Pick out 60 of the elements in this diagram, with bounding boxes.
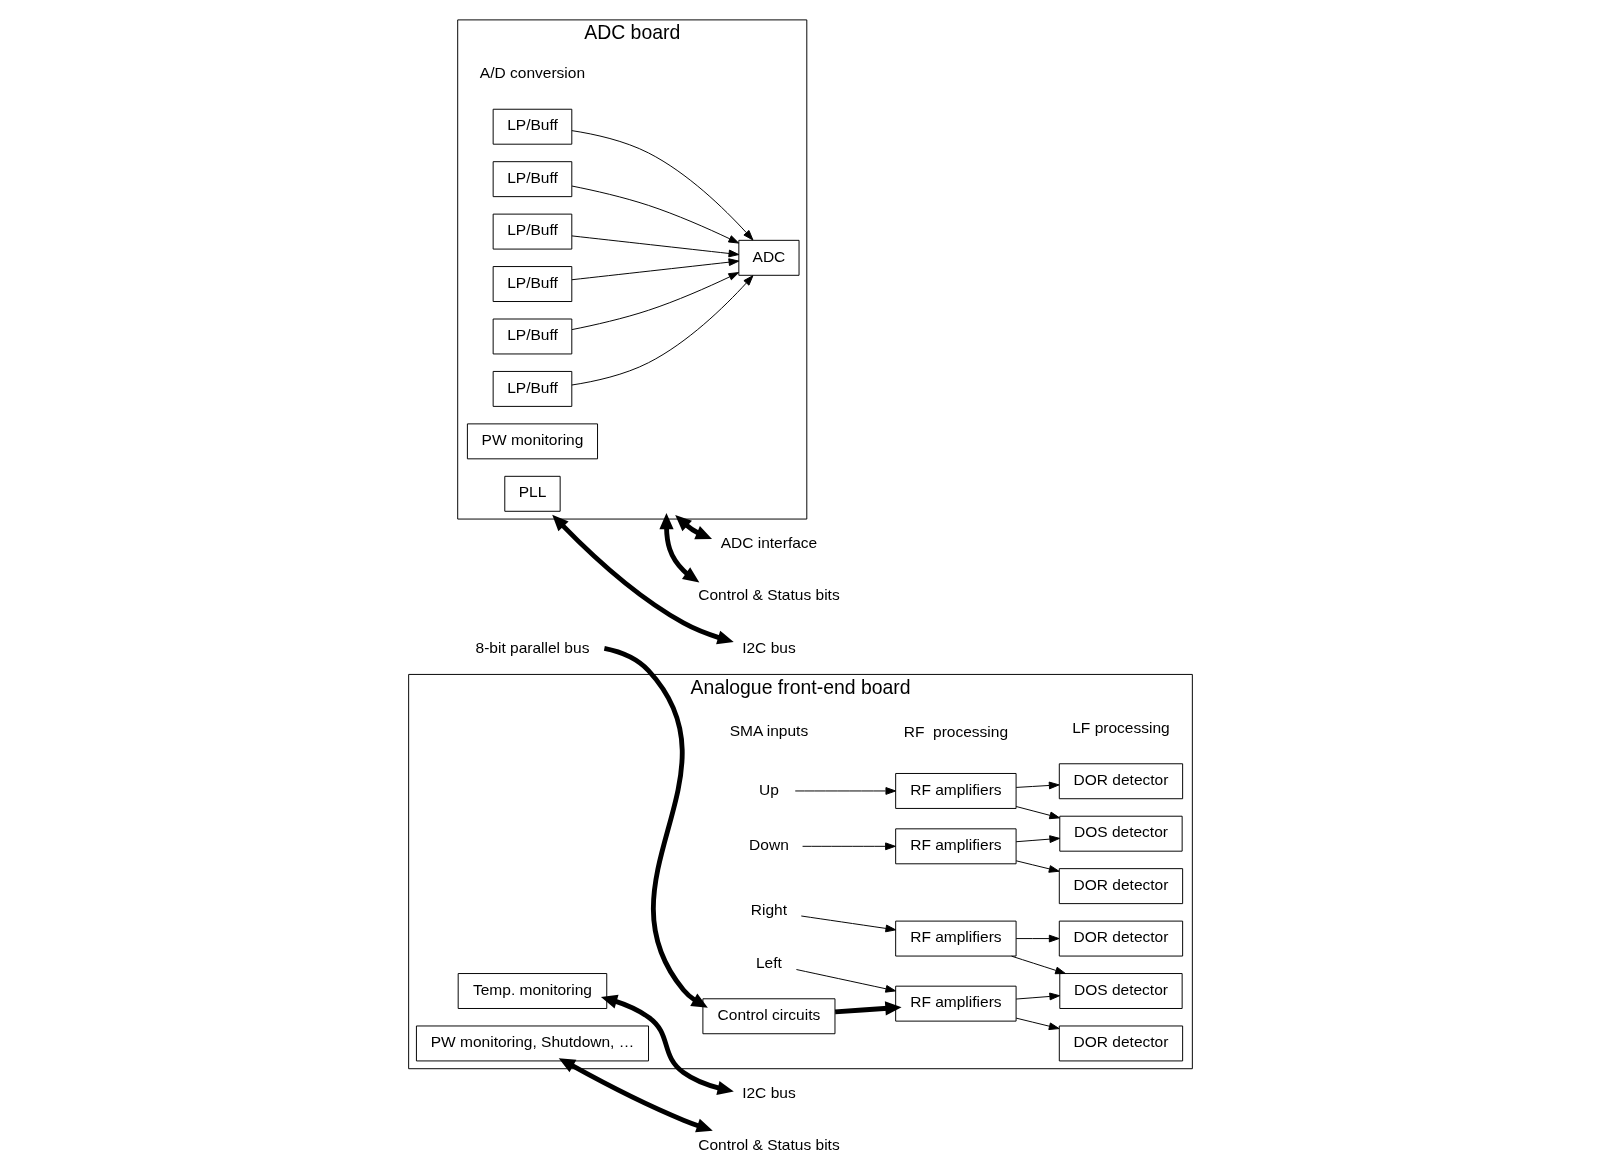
node-box: DOR detector — [1058, 868, 1184, 905]
arrow — [571, 130, 754, 241]
arrow — [1015, 781, 1060, 790]
arrow — [800, 915, 897, 933]
arrow — [1015, 835, 1061, 843]
arrow — [571, 275, 754, 386]
arrow — [571, 258, 740, 281]
arrow — [802, 842, 896, 851]
node-box: LP/Buff — [492, 266, 573, 302]
node-text: ADC interface — [720, 533, 818, 551]
arrow — [1015, 860, 1060, 873]
arrow — [1015, 992, 1061, 1001]
node-text: Control & Status bits — [698, 586, 840, 604]
label: LF processing — [1072, 718, 1170, 736]
arrow — [834, 1001, 902, 1016]
node-box: Control circuits — [702, 998, 836, 1035]
node-text: Left — [755, 953, 782, 971]
node-box: DOR detector — [1058, 1025, 1184, 1062]
arrow — [571, 272, 740, 331]
node-text: Down — [749, 836, 789, 854]
node-text: Up — [759, 780, 779, 798]
node-box: LP/Buff — [492, 161, 573, 198]
node-box: DOR detector — [1058, 763, 1184, 800]
arrow — [1011, 955, 1066, 975]
arrow — [1015, 934, 1060, 943]
node-text: I2C bus — [742, 1083, 796, 1101]
label: A/D conversion — [479, 63, 586, 81]
node-box: RF amplifiers — [895, 828, 1017, 865]
arrow — [571, 235, 740, 258]
node-box: Temp. monitoring — [457, 973, 608, 1009]
node-text: 8-bit parallel bus — [475, 638, 590, 656]
node-box: PLL — [504, 475, 561, 512]
node-box: DOR detector — [1058, 920, 1184, 957]
arrow — [558, 1058, 713, 1133]
node-box: ADC — [738, 239, 800, 276]
node-text: Right — [750, 901, 788, 919]
node-box: LP/Buff — [492, 370, 573, 407]
arrow — [1015, 806, 1061, 820]
node-text: I2C bus — [742, 638, 796, 656]
node-box: LP/Buff — [492, 108, 573, 145]
node-box: RF amplifiers — [895, 985, 1017, 1022]
arrow — [600, 994, 734, 1095]
label: SMA inputs — [729, 722, 809, 740]
node-box: RF amplifiers — [895, 773, 1017, 809]
label: RF processing — [903, 723, 1009, 741]
node-text: Control & Status bits — [698, 1136, 840, 1154]
arrow — [571, 185, 740, 244]
arrow — [1015, 1017, 1060, 1031]
node-box: RF amplifiers — [895, 920, 1017, 957]
node-box: DOS detector — [1059, 973, 1183, 1009]
node-box: DOS detector — [1059, 815, 1183, 852]
arrow — [795, 969, 897, 993]
node-box: PW monitoring — [466, 423, 599, 460]
arrow — [552, 514, 734, 645]
node-box: LP/Buff — [492, 213, 573, 250]
node-box: LP/Buff — [492, 318, 573, 355]
arrow — [794, 787, 897, 795]
node-box: PW monitoring, Shutdown, … — [415, 1025, 649, 1062]
arrow — [675, 514, 712, 540]
arrow — [603, 645, 708, 1008]
